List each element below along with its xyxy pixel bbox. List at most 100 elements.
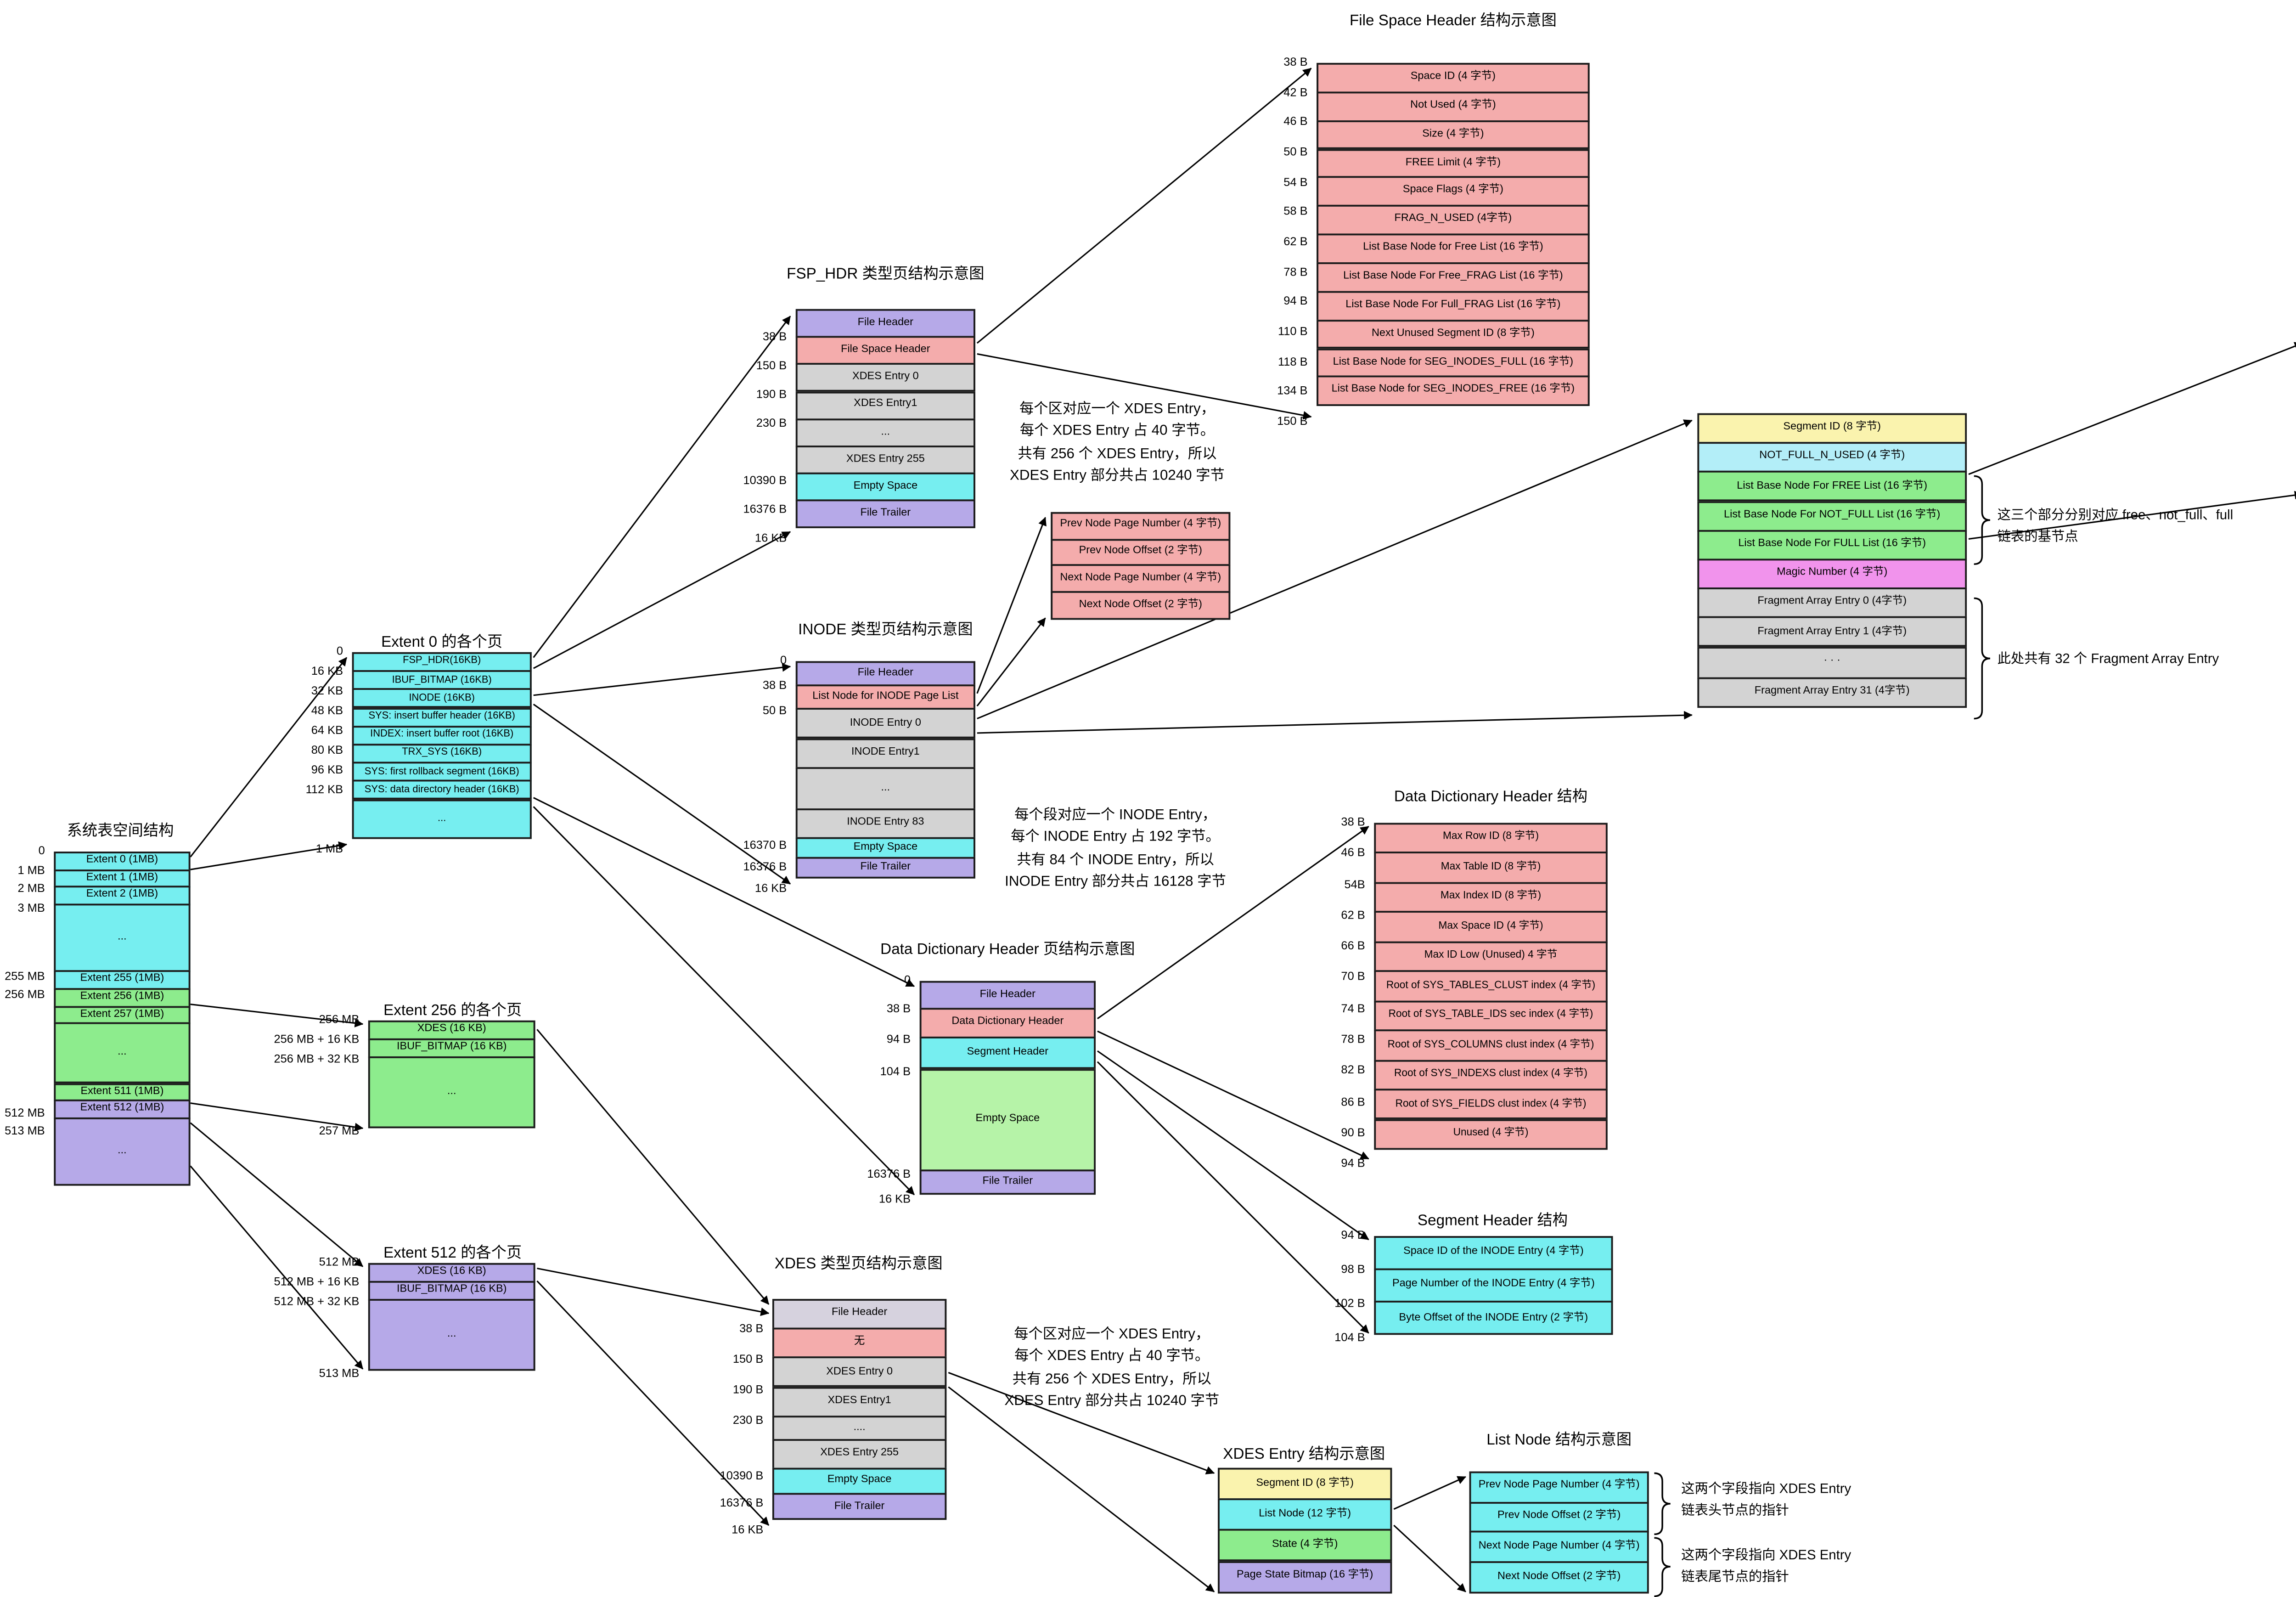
row: Next Unused Segment ID (8 字节) — [1317, 319, 1590, 350]
row: ... — [368, 1299, 535, 1372]
byte-label: 74 B — [1341, 1002, 1365, 1016]
row: Not Used (4 字节) — [1317, 91, 1590, 122]
row: INODE (16KB) — [352, 688, 532, 709]
row: Prev Node Page Number (4 字节) — [1051, 512, 1231, 540]
arrow — [1393, 1476, 1466, 1510]
row: XDES Entry 255 — [772, 1439, 947, 1470]
byte-label: 110 B — [1277, 326, 1308, 339]
arrow — [536, 1280, 770, 1526]
row: Fragment Array Entry 31 (4字节) — [1697, 677, 1967, 708]
row: XDES Entry 0 — [795, 363, 975, 393]
byte-label: 513 MB — [5, 1125, 45, 1138]
byte-label: 78 B — [1283, 266, 1308, 279]
row: 无 — [772, 1328, 947, 1359]
row: Next Node Offset (2 字节) — [1469, 1561, 1649, 1593]
byte-label: 104 B — [880, 1066, 911, 1079]
row: Empty Space — [795, 473, 975, 502]
row: File Header — [795, 661, 975, 687]
brace-fragment-entries — [1974, 597, 1991, 720]
byte-label: 50 B — [1283, 146, 1308, 159]
byte-label: 513 MB — [319, 1368, 360, 1381]
arrow — [1097, 1030, 1369, 1160]
byte-label: 0 — [38, 845, 45, 858]
byte-label: 46 B — [1283, 116, 1308, 129]
byte-label: 16370 B — [743, 840, 787, 853]
row: Byte Offset of the INODE Entry (2 字节) — [1374, 1301, 1613, 1336]
row: Extent 255 (1MB) — [54, 971, 191, 990]
seg-header-title: Segment Header 结构 — [1417, 1211, 1568, 1229]
sys-tablespace-diagram: Extent 0 (1MB)Extent 1 (1MB)Extent 2 (1M… — [5, 845, 191, 1186]
byte-label: 46 B — [1341, 847, 1365, 860]
fsh-struct-title: File Space Header 结构示意图 — [1349, 11, 1557, 29]
byte-label: 16 KB — [878, 1194, 911, 1207]
byte-label: 104 B — [1334, 1332, 1365, 1345]
row: State (4 字节) — [1217, 1529, 1392, 1562]
row: List Node (12 字节) — [1217, 1498, 1392, 1531]
byte-label: 255 MB — [5, 970, 45, 983]
row: File Space Header — [795, 336, 975, 365]
row: Extent 511 (1MB) — [54, 1083, 191, 1102]
byte-label: 80 KB — [311, 745, 343, 757]
byte-label: 16376 B — [720, 1497, 764, 1510]
inode-entry-count-note: 每个段对应一个 INODE Entry， 每个 INODE Entry 占 19… — [1005, 807, 1226, 890]
row: List Base Node For FULL List (16 字节) — [1697, 530, 1967, 560]
arrow — [976, 68, 1312, 344]
file-space-header-diagram: Space ID (4 字节)Not Used (4 字节)Size (4 字节… — [1277, 56, 1590, 429]
byte-label: 102 B — [1334, 1298, 1365, 1311]
byte-label: 42 B — [1283, 86, 1308, 99]
row: Extent 2 (1MB) — [54, 886, 191, 906]
byte-label: 0 — [336, 646, 343, 659]
byte-label: 38 B — [762, 331, 787, 344]
row: Root of SYS_TABLES_CLUST index (4 字节) — [1374, 971, 1608, 1002]
row: .... — [772, 1415, 947, 1441]
row: Root of SYS_TABLE_IDS sec index (4 字节) — [1374, 1000, 1608, 1032]
row: Page State Bitmap (16 字节) — [1217, 1560, 1392, 1593]
row: File Header — [772, 1299, 947, 1330]
byte-label: 16 KB — [754, 883, 787, 896]
row: SYS: insert buffer header (16KB) — [352, 707, 532, 727]
row: IBUF_BITMAP (16 KB) — [368, 1281, 535, 1301]
row: Size (4 字节) — [1317, 119, 1590, 150]
three-lists-note: 这三个部分分别对应 free、not_full、full 链表的基节点 — [1997, 507, 2234, 545]
byte-label: 16 KB — [311, 666, 343, 678]
byte-label: 150 B — [756, 360, 787, 373]
byte-label: 118 B — [1277, 356, 1308, 369]
byte-label: 78 B — [1341, 1033, 1365, 1047]
xdes-page-title: XDES 类型页结构示意图 — [774, 1254, 943, 1272]
row: File Trailer — [919, 1169, 1096, 1195]
arrow — [976, 517, 1047, 694]
row: FSP_HDR(16KB) — [352, 652, 532, 672]
list-node-struct-diagram: Prev Node Page Number (4 字节)Prev Node Of… — [1469, 1471, 1649, 1593]
row: File Trailer — [795, 858, 975, 880]
byte-label: 64 KB — [311, 725, 343, 738]
dd-page-title: Data Dictionary Header 页结构示意图 — [880, 939, 1135, 958]
byte-label: 38 B — [1283, 56, 1308, 69]
lns-tail-pointer-note: 这两个字段指向 XDES Entry 链表尾节点的指针 — [1681, 1546, 1851, 1586]
byte-label: 112 KB — [305, 784, 343, 797]
row: Magic Number (4 字节) — [1697, 559, 1967, 590]
row: File Header — [919, 981, 1096, 1010]
arrow — [190, 1102, 364, 1132]
byte-label: 512 MB — [5, 1106, 45, 1119]
arrow — [537, 1267, 770, 1316]
arrow — [190, 1122, 364, 1267]
row: ... — [352, 799, 532, 839]
byte-label: 90 B — [1341, 1127, 1365, 1140]
row: List Base Node For FREE List (16 字节) — [1697, 471, 1967, 502]
row: TRX_SYS (16KB) — [352, 744, 532, 764]
row: XDES Entry1 — [795, 391, 975, 420]
byte-label: 62 B — [1283, 236, 1308, 249]
xdes-entry-title: XDES Entry 结构示意图 — [1223, 1444, 1385, 1462]
byte-label: 150 B — [1277, 416, 1308, 429]
row: ... — [368, 1057, 535, 1129]
arrow — [533, 531, 791, 669]
lns-head-pointer-note: 这两个字段指向 XDES Entry 链表头节点的指针 — [1681, 1480, 1851, 1519]
row: IBUF_BITMAP (16 KB) — [368, 1038, 535, 1059]
inode-entry-diagram: Segment ID (8 字节)NOT_FULL_N_USED (4 字节)L… — [1697, 413, 1967, 708]
segment-header-diagram: Space ID of the INODE Entry (4 字节)Page N… — [1334, 1230, 1613, 1345]
row: ... — [795, 418, 975, 447]
row: Extent 1 (1MB) — [54, 869, 191, 888]
